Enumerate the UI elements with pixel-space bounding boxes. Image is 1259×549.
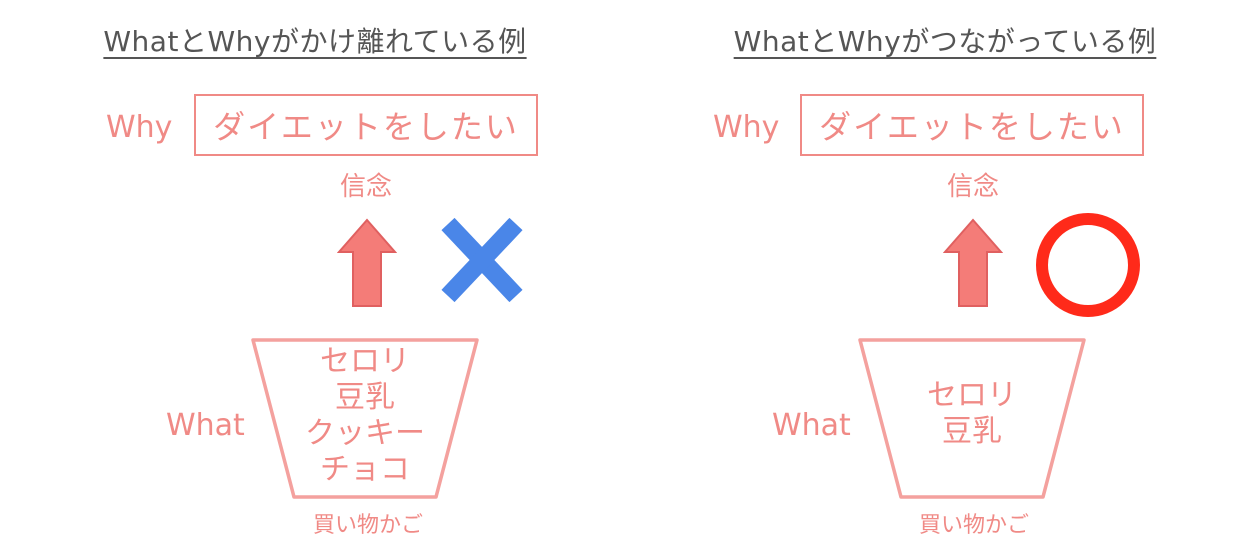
left-belief-label: 信念: [339, 172, 392, 202]
left-panel: WhatとWhyがかけ離れている例 Why ダイエットをしたい 信念 セロリ 豆…: [103, 25, 538, 538]
left-why-box: ダイエットをしたい: [194, 94, 538, 156]
left-up-arrow-icon: [337, 218, 397, 307]
right-why-box: ダイエットをしたい: [800, 94, 1144, 156]
basket-item: 豆乳: [942, 414, 1002, 449]
right-up-arrow-icon: [943, 218, 1003, 307]
basket-item: クッキー: [305, 416, 425, 451]
right-what-label: What: [772, 408, 851, 443]
right-basket-items: セロリ 豆乳: [872, 378, 1072, 450]
left-what-label: What: [166, 408, 245, 443]
basket-item: 豆乳: [335, 380, 395, 415]
basket-item: セロリ: [927, 378, 1017, 413]
right-title: WhatとWhyがつながっている例: [733, 25, 1157, 58]
basket-item: セロリ: [320, 344, 410, 379]
left-title: WhatとWhyがかけ離れている例: [103, 25, 527, 58]
cross-icon: [441, 217, 523, 303]
right-basket-shape: [858, 338, 1086, 499]
circle-icon: [1036, 213, 1140, 317]
basket-item: チョコ: [320, 452, 410, 487]
right-panel: WhatとWhyがつながっている例 Why ダイエットをしたい 信念 セロリ 豆…: [630, 0, 1259, 549]
right-why-label: Why: [713, 110, 780, 145]
right-belief-label: 信念: [946, 172, 999, 202]
right-basket-label: 買い物かご: [918, 513, 1029, 538]
left-basket-label: 買い物かご: [312, 513, 423, 538]
left-basket-shape: [251, 338, 479, 499]
left-why-label: Why: [106, 110, 173, 145]
left-basket-items: セロリ 豆乳 クッキー チョコ: [265, 344, 465, 488]
